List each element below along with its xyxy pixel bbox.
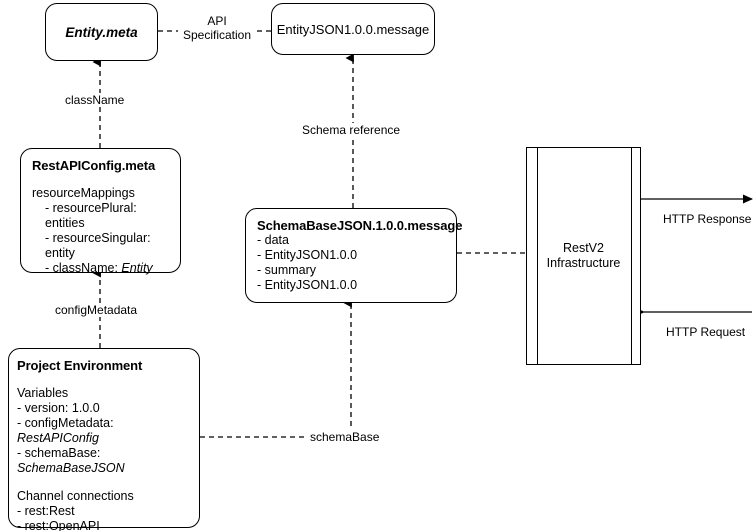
- node-project-environment-variables-heading: Variables: [17, 386, 69, 400]
- node-project-environment-variable-2-value: SchemaBaseJSON: [17, 461, 125, 475]
- node-entity-json-message-label: EntityJSON1.0.0.message: [276, 21, 430, 37]
- node-project-environment-channel-0: - rest:Rest: [17, 504, 75, 518]
- node-spacer: [32, 173, 169, 186]
- node-spacer: [17, 373, 188, 386]
- node-rest-api-config-item-2: - className: Entity: [32, 261, 169, 276]
- node-project-environment-variable-1-value: RestAPIConfig: [17, 431, 99, 445]
- edge-label-class-name: className: [63, 93, 127, 107]
- node-rest-api-config[interactable]: RestAPIConfig.meta resourceMappings - re…: [20, 148, 181, 276]
- node-project-environment-variable-0: - version: 1.0.0: [17, 401, 188, 416]
- edge-label-schema-base: schemaBase: [308, 430, 382, 444]
- node-schema-base-json-line-3: - EntityJSON1.0.0: [257, 278, 358, 292]
- node-project-environment-variable-1-key: - configMetadata:: [17, 416, 114, 430]
- node-rest-api-config-item-0: - resourcePlural: entities: [45, 201, 137, 230]
- node-project-environment-variable-1: - configMetadata: RestAPIConfig: [17, 416, 188, 446]
- node-schema-base-json-line-0: - data: [257, 233, 289, 247]
- node-entity-meta-label: Entity.meta: [65, 24, 138, 40]
- node-project-environment-variable-0-key: - version: 1.0.0: [17, 401, 100, 415]
- edge-label-api-specification: API Specification: [178, 14, 256, 42]
- node-project-environment-variable-2: - schemaBase: SchemaBaseJSON: [17, 446, 188, 476]
- node-project-environment-channels-heading: Channel connections: [17, 489, 134, 503]
- node-rest-api-config-item-1: - resourceSingular: entity: [45, 231, 151, 260]
- infra-left-bar: [537, 148, 538, 364]
- node-project-environment-channel-1: - rest:OpenAPI: [17, 519, 100, 531]
- node-entity-json-message[interactable]: EntityJSON1.0.0.message: [271, 3, 435, 55]
- node-schema-base-json-line-1: - EntityJSON1.0.0: [257, 248, 358, 262]
- node-project-environment[interactable]: Project Environment Variables - version:…: [8, 348, 200, 531]
- node-rest-v2-infrastructure-line2: Infrastructure: [546, 256, 621, 270]
- node-schema-base-json[interactable]: SchemaBaseJSON.1.0.0.message - data - En…: [245, 208, 463, 303]
- edge-label-http-request: HTTP Request: [664, 325, 748, 339]
- node-rest-api-config-title: RestAPIConfig.meta: [32, 158, 156, 173]
- node-schema-base-json-line-2: - summary: [257, 263, 317, 277]
- node-rest-api-config-class-name-value: Entity: [121, 261, 153, 275]
- infra-right-bar: [631, 148, 632, 364]
- node-project-environment-variable-2-key: - schemaBase:: [17, 446, 101, 460]
- edge-schema-base: [200, 298, 352, 438]
- node-rest-api-config-item-2-key: - className:: [45, 261, 122, 275]
- node-rest-api-config-section: resourceMappings: [32, 186, 135, 200]
- node-spacer: [17, 476, 188, 489]
- edge-label-api-specification-line2: Specification: [182, 28, 252, 42]
- node-project-environment-title: Project Environment: [17, 358, 143, 373]
- edge-label-http-response: HTTP Response: [661, 212, 754, 226]
- node-rest-v2-infrastructure-label: RestV2 Infrastructure: [547, 241, 621, 271]
- node-schema-base-json-title: SchemaBaseJSON.1.0.0.message: [257, 218, 463, 233]
- node-rest-v2-infrastructure-line1: RestV2: [562, 241, 604, 255]
- node-entity-meta[interactable]: Entity.meta: [45, 3, 158, 61]
- edge-label-api-specification-line1: API: [207, 14, 227, 28]
- edge-label-config-metadata: configMetadata: [53, 303, 140, 317]
- edge-label-schema-reference: Schema reference: [300, 123, 403, 137]
- node-rest-v2-infrastructure[interactable]: RestV2 Infrastructure: [526, 147, 641, 365]
